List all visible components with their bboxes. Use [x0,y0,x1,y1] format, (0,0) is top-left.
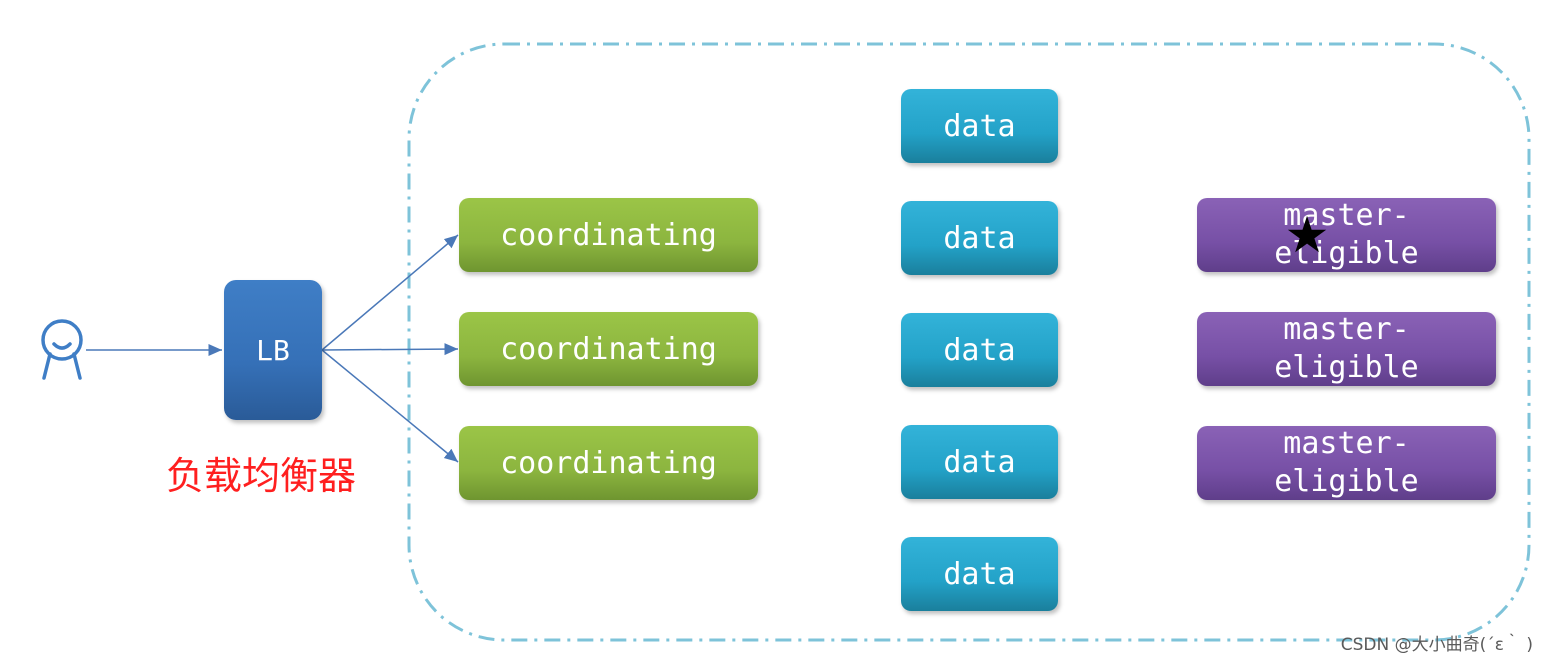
coordinating-node: coordinating [459,426,758,500]
data-node-label: data [943,332,1016,368]
coordinating-node-label: coordinating [500,331,717,367]
lb-to-coordinating-arrow-1 [321,234,459,351]
cluster-boundary [407,42,1531,642]
watermark: CSDN @大小曲奇(´ε｀ ) [1340,635,1533,655]
lb-to-coordinating-arrow-2 [321,343,459,356]
master-node-text: master- eligible [1247,425,1447,501]
master-node-line2: eligible [1274,464,1419,499]
master-eligible-node: master- eligible [1197,426,1496,500]
data-node-label: data [943,444,1016,480]
load-balancer-node: LB [224,280,322,420]
load-balancer-caption: 负载均衡器 [166,454,357,498]
coordinating-node: coordinating [459,198,758,272]
data-node: data [901,201,1058,275]
master-node-line1: master- [1283,198,1410,233]
master-node-text: master- eligible [1247,197,1447,273]
master-eligible-node-elected: ★ master- eligible [1197,198,1496,272]
master-node-line2: eligible [1274,236,1419,271]
data-node: data [901,89,1058,163]
master-eligible-node: master- eligible [1197,312,1496,386]
data-node: data [901,425,1058,499]
master-node-line2: eligible [1274,350,1419,385]
data-node-label: data [943,556,1016,592]
data-node-label: data [943,108,1016,144]
master-node-line1: master- [1283,312,1410,347]
master-node-line1: master- [1283,426,1410,461]
data-node-label: data [943,220,1016,256]
coordinating-node-label: coordinating [500,445,717,481]
coordinating-node: coordinating [459,312,758,386]
coordinating-node-label: coordinating [500,217,717,253]
master-node-text: master- eligible [1247,311,1447,387]
load-balancer-label: LB [256,333,290,367]
data-node: data [901,537,1058,611]
user-icon [41,319,83,380]
data-node: data [901,313,1058,387]
star-icon: ★ [1284,206,1330,264]
lb-to-coordinating-arrow-3 [321,349,459,463]
